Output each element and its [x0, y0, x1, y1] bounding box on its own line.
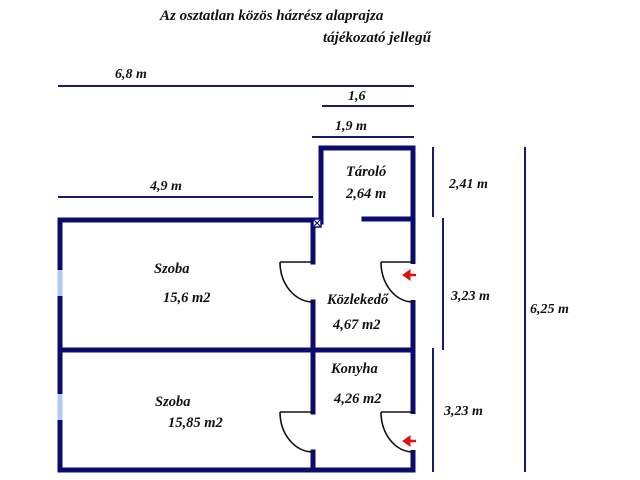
- plan-title-line1: Az osztatlan közös házrész alaprajza: [160, 8, 384, 24]
- door-swings: [279, 261, 414, 453]
- door-room2: [279, 411, 314, 453]
- room-name-bedroom1: Szoba: [154, 261, 190, 277]
- dim-label-storage-outer: 1,9 m: [335, 119, 367, 134]
- dimension-lines-horizontal: [58, 85, 414, 198]
- door-hallway: [380, 261, 414, 303]
- dim-label-storage-inner: 1,6: [348, 89, 366, 104]
- room-area-storage: 2,64 m: [346, 186, 387, 202]
- room-area-bedroom1: 15,6 m2: [163, 290, 211, 306]
- room-area-kitchen: 4,26 m2: [334, 391, 382, 407]
- dim-label-rooms-width: 4,9 m: [150, 179, 182, 194]
- wall-storage-outline: [318, 145, 416, 473]
- door-kitchen: [380, 411, 414, 453]
- room-name-kitchen: Konyha: [331, 361, 378, 377]
- dim-label-storage-depth: 2,41 m: [449, 177, 488, 192]
- dim-label-hallway-depth: 3,23 m: [451, 289, 490, 304]
- plan-title-line2: tájékozató jellegű: [323, 30, 431, 46]
- walls: [57, 145, 416, 473]
- door-room1: [279, 261, 314, 303]
- entry-arrow-icon-hallway: [402, 269, 416, 281]
- dim-label-total-depth: 6,25 m: [530, 302, 569, 317]
- room-area-bedroom2: 15,85 m2: [168, 415, 223, 431]
- room-name-bedroom2: Szoba: [155, 394, 191, 410]
- dimension-lines-vertical: [432, 147, 526, 472]
- room-name-hallway: Közlekedő: [327, 292, 389, 308]
- entry-arrows: [402, 269, 416, 447]
- dim-label-kitchen-depth: 3,23 m: [444, 404, 483, 419]
- room-name-storage: Tároló: [346, 164, 387, 180]
- room-area-hallway: 4,67 m2: [333, 317, 381, 333]
- chimney-marker-icon: [312, 218, 322, 228]
- entry-arrow-icon-kitchen: [402, 435, 416, 447]
- dim-label-total-width: 6,8 m: [115, 67, 147, 82]
